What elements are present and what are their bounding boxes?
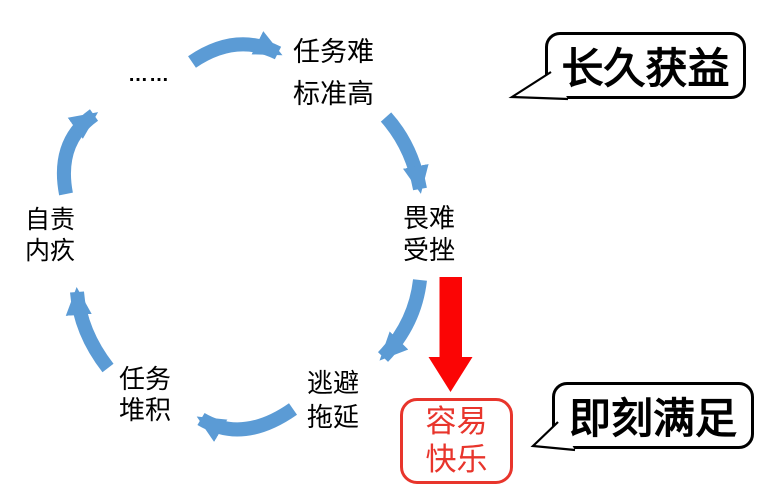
node-fear-frustration: 畏难 受挫 — [403, 203, 455, 267]
cycle-arrow-fear-to-avoid — [377, 279, 427, 362]
node-task-difficulty-line1: 任务难 — [293, 37, 374, 67]
node-task-difficulty: 任务难 标准高 — [293, 31, 374, 115]
reward-box-easy-happy: 容易 快乐 — [400, 398, 513, 484]
cycle-ellipsis: …… — [128, 64, 170, 86]
node-avoid-procrastinate-line1: 逃避 — [307, 369, 360, 398]
node-task-pileup: 任务 堆积 — [119, 364, 171, 426]
cycle-arrow-ellipsis-to-task — [188, 31, 283, 68]
cycle-arrow-guilt-to-ellipsis — [56, 109, 99, 196]
node-self-blame-guilt: 自责 内疚 — [25, 205, 75, 267]
node-avoid-procrastinate-line2: 拖延 — [307, 403, 360, 432]
node-task-difficulty-line2: 标准高 — [293, 79, 374, 109]
node-fear-frustration-line2: 受挫 — [403, 236, 456, 265]
reward-box-line2: 快乐 — [425, 442, 488, 477]
node-task-pileup-line1: 任务 — [119, 365, 172, 394]
node-avoid-procrastinate: 逃避 拖延 — [307, 367, 359, 435]
node-fear-frustration-line1: 畏难 — [403, 204, 456, 233]
cycle-arrow-standard-to-fear — [380, 112, 429, 194]
callout-instant-gratification-label: 即刻满足 — [568, 395, 737, 442]
node-self-blame-guilt-line1: 自责 — [25, 207, 76, 234]
red-arrow-fear-to-reward — [428, 277, 473, 392]
callout-long-term-benefit: 长久获益 — [545, 32, 746, 99]
callout-long-term-benefit-label: 长久获益 — [561, 45, 730, 92]
reward-box-line1: 容易 — [425, 404, 488, 439]
cycle-arrow-pileup-to-guilt — [65, 287, 114, 373]
node-self-blame-guilt-line2: 内疚 — [25, 238, 76, 265]
callout-instant-gratification: 即刻满足 — [552, 382, 754, 449]
node-task-pileup-line2: 堆积 — [119, 396, 172, 425]
cycle-arrow-avoid-to-pileup — [196, 403, 298, 442]
